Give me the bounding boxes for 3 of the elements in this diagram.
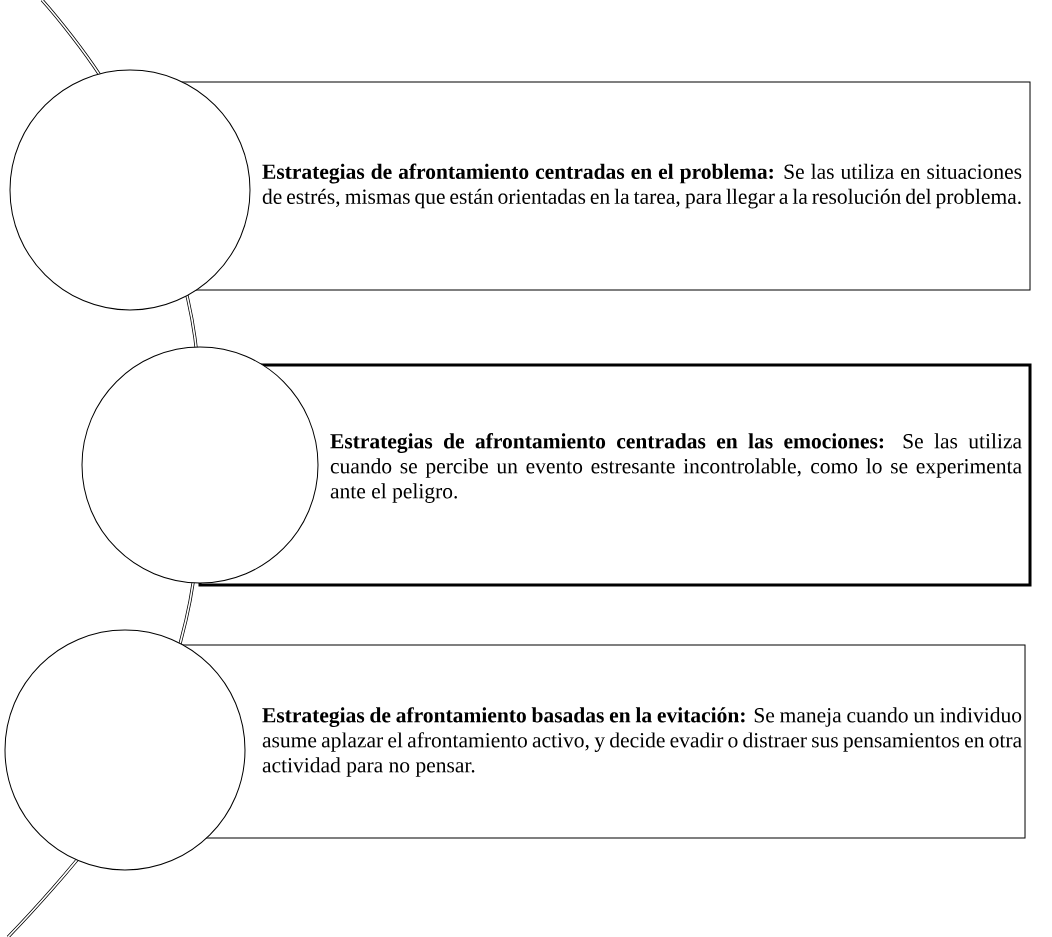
circle xyxy=(9,69,251,311)
circle xyxy=(81,346,319,584)
circle xyxy=(4,629,246,871)
